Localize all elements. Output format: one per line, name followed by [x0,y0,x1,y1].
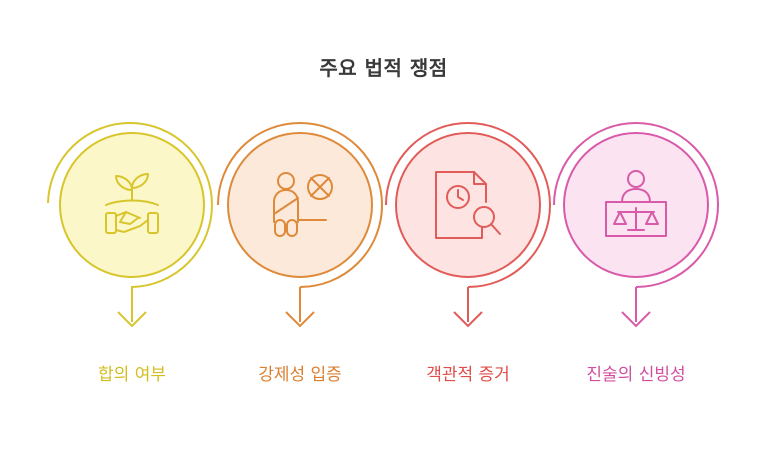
step-3-circle [395,132,541,278]
step-2-label: 강제성 입증 [258,365,342,385]
step-3-arrow-icon [453,311,483,328]
step-3-label: 객관적 증거 [426,365,510,385]
step-4-node [553,122,719,328]
step-4-arrow-icon [621,311,651,328]
document-magnifier-icon [435,171,501,239]
step-3-node [385,122,551,328]
witness-scales-icon [605,170,667,237]
diagram-title: 주요 법적 쟁점 [319,56,448,80]
step-2-node [217,122,383,328]
step-2-circle [227,132,373,278]
step-1-arc [47,122,213,322]
handshake-sprout-icon [105,173,159,234]
step-1-circle [59,132,205,278]
step-1-arrow-icon [117,311,147,328]
step-4-circle [563,132,709,278]
step-2-arrow-icon [285,311,315,328]
step-1-label: 합의 여부 [98,365,166,385]
step-3-arc [385,122,551,288]
coerced-person-icon [273,172,333,237]
step-4-arc [553,122,719,288]
step-2-arc [217,122,383,288]
step-1-node [47,122,213,328]
step-4-label: 진술의 신빙성 [586,365,686,385]
